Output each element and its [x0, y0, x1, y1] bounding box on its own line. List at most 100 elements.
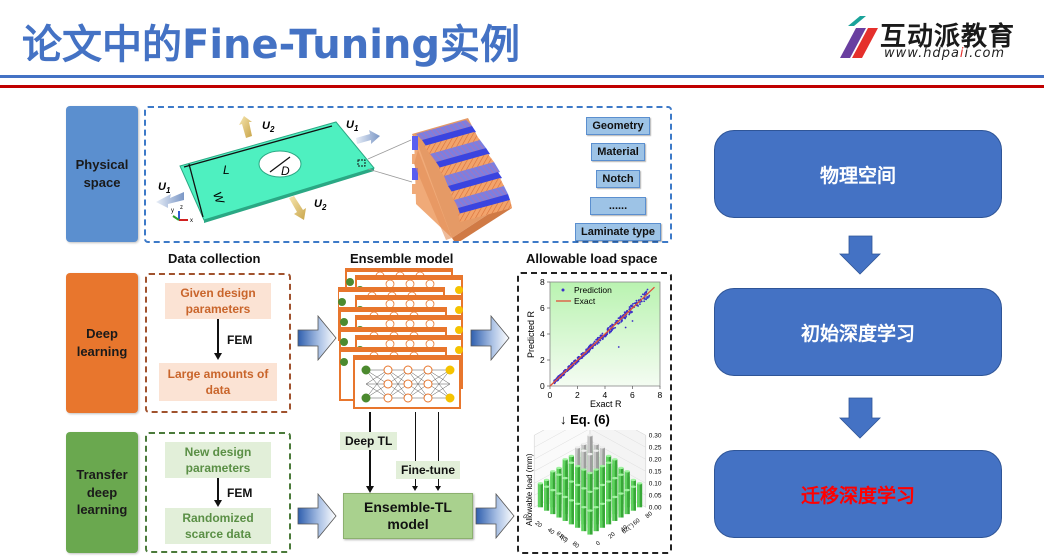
bar3d-bar: [556, 492, 562, 518]
scatter-point: [601, 338, 604, 341]
flow-step-physical-space: 物理空间: [714, 130, 1002, 218]
bar3d-ylabel: Allowable load (mm): [525, 453, 534, 526]
param-notch: Notch: [596, 170, 640, 188]
new-design-parameters: New design parameters: [165, 442, 271, 478]
scatter-point: [624, 326, 627, 329]
ensemble-tl-model-box: Ensemble-TL model: [343, 493, 473, 539]
axes-triad-icon: y z x: [171, 205, 193, 224]
logo-url: www.hdpaii.com: [884, 46, 1006, 61]
param-ellipsis: ......: [589, 197, 647, 215]
scatter-ytick: 2: [540, 355, 545, 365]
param-material: Material: [591, 143, 645, 161]
row-label-transfer-deep-learning: Transfer deep learning: [66, 432, 138, 553]
allowable-load-space-panel: [517, 272, 672, 554]
logo-mark-icon: [840, 16, 878, 58]
fem-label-transfer: FEM: [227, 486, 253, 500]
bar3d-xlabel: θ1(°): [555, 531, 569, 544]
scatter-point: [630, 311, 632, 314]
bar3d-ztick: 0.20: [649, 456, 662, 463]
scatter-point: [643, 300, 646, 303]
arrow-data-to-ensemble: [297, 314, 337, 362]
scatter-point: [611, 329, 613, 331]
given-design-parameters: Given design parameters: [165, 283, 271, 319]
bar3d-bar: [581, 505, 587, 532]
large-amounts-of-data: Large amounts of data: [159, 363, 277, 401]
legend-prediction: Prediction: [574, 285, 612, 295]
bar3d-bar: [612, 495, 618, 521]
network-node: [403, 365, 413, 375]
bar3d-bar: [575, 502, 581, 528]
scatter-xtick: 6: [630, 390, 635, 400]
scatter-point: [625, 315, 628, 318]
network-node: [445, 393, 455, 403]
scatter-point: [564, 368, 567, 371]
arrow-ensemble-to-load: [470, 314, 510, 362]
slide-title: 论文中的Fine-Tuning实例: [22, 22, 521, 68]
fine-tune-label: Fine-tune: [396, 461, 460, 479]
legend-marker-prediction: [561, 288, 565, 292]
label-u1-left: U1: [158, 181, 171, 195]
scatter-point: [626, 310, 628, 313]
scatter-xtick: 4: [603, 390, 608, 400]
scatter-point: [641, 293, 644, 296]
network-node: [383, 379, 393, 389]
scatter-point: [631, 304, 633, 307]
scatter-point: [607, 327, 610, 329]
heading-ensemble-model: Ensemble model: [350, 251, 454, 266]
arrow-tl-to-load: [475, 492, 515, 540]
laminate-staircase-illustration: [412, 118, 512, 241]
label-L: L: [223, 163, 230, 177]
label-u2-top: U2: [262, 120, 275, 134]
scatter-point: [631, 320, 634, 322]
fine-tune-line-1: [415, 412, 416, 488]
bar3d-bar: [537, 482, 543, 508]
scatter-xlabel: Exact R: [590, 399, 622, 409]
network-node: [423, 393, 433, 403]
deep-data-collection-panel: Given design parameters FEM Large amount…: [145, 273, 291, 413]
bar3d-ztick: 0.10: [649, 480, 662, 487]
scatter-point: [609, 331, 611, 333]
scatter-point: [617, 317, 620, 320]
scatter-point: [591, 347, 594, 350]
scatter-point: [559, 377, 562, 379]
scatter-point: [617, 346, 620, 348]
fine-tune-line-2: [438, 412, 439, 488]
scatter-point: [582, 351, 584, 354]
network-node: [423, 365, 433, 375]
scatter-point: [646, 288, 649, 291]
label-D: D: [281, 164, 290, 178]
flow-step-initial-deep-learning: 初始深度学习: [714, 288, 1002, 376]
bar3d-xtick: 20: [534, 520, 543, 529]
arrow-transfer-data-to-tl: [297, 492, 337, 540]
scatter-point: [645, 298, 648, 301]
fine-tune-arrowhead-2: [435, 486, 441, 491]
scatter-point: [643, 292, 646, 295]
equation-link: ↓ Eq. (6): [560, 412, 610, 427]
bar3d-ztick: 0.30: [649, 432, 662, 439]
bar3d-bar: [587, 509, 593, 535]
svg-text:y: y: [171, 208, 174, 214]
scatter-point: [577, 360, 580, 363]
scatter-ytick: 8: [540, 277, 545, 287]
scatter-xtick: 2: [575, 390, 580, 400]
scatter-ytick: 0: [540, 381, 545, 391]
scatter-point: [628, 313, 631, 316]
scatter-ytick: 6: [540, 303, 545, 313]
scatter-point: [594, 344, 596, 347]
bar3d-xtick: 80: [571, 541, 580, 550]
network-node: [361, 393, 371, 403]
scatter-point: [585, 348, 588, 351]
scatter-point: [596, 342, 599, 345]
svg-text:z: z: [180, 205, 183, 211]
logo-name: 互动派教育: [880, 22, 1016, 52]
exact-line: [549, 286, 655, 387]
title-rule-blue: [0, 75, 1044, 78]
bar3d-ytick: 80: [645, 511, 654, 520]
scatter-ylabel: Predicted R: [526, 310, 536, 358]
scatter-point: [597, 341, 600, 344]
ensemble-network-stack: [338, 268, 463, 409]
scatter-xtick: 8: [658, 390, 663, 400]
bar3d-bar: [624, 488, 630, 515]
